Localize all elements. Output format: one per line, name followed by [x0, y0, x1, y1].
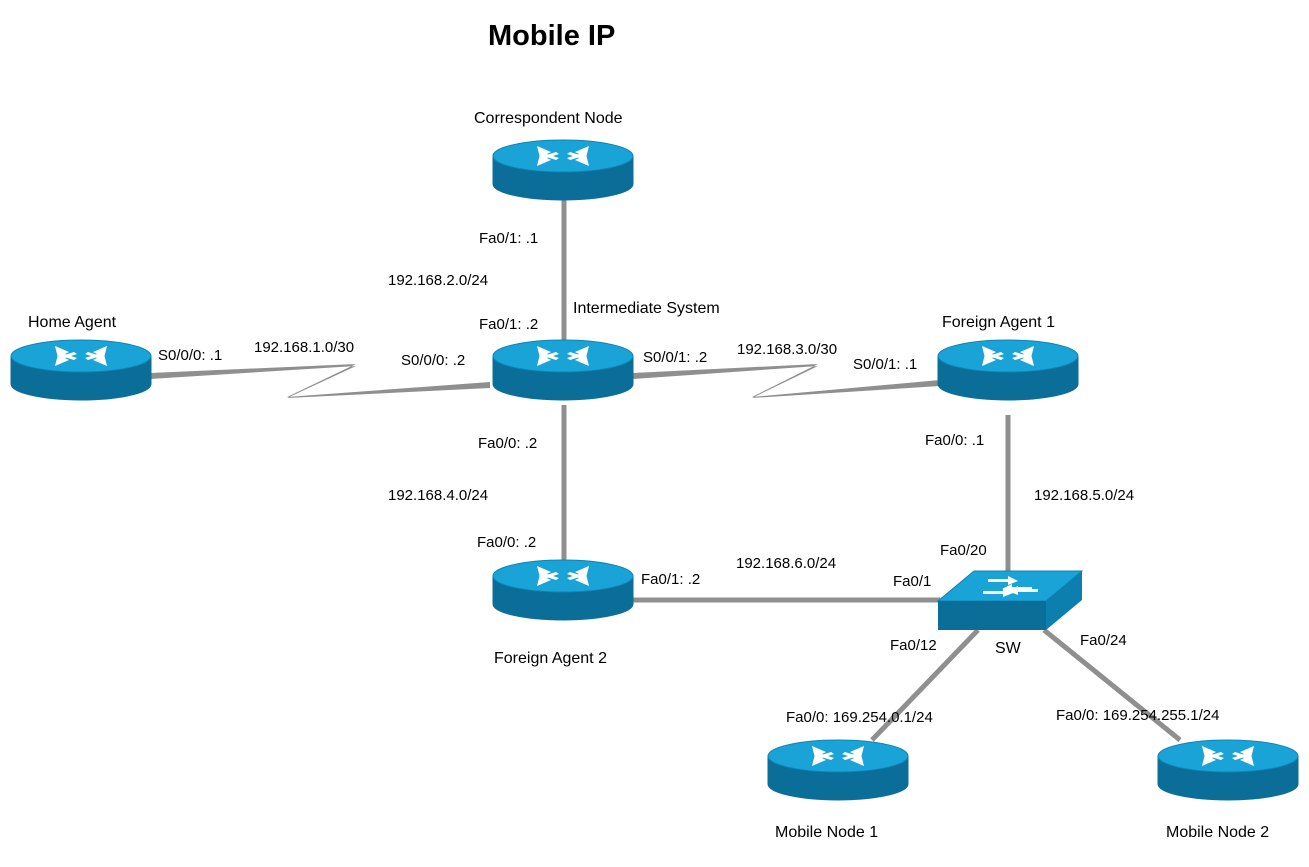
iface-label-ha-s000: S0/0/0: .1 [158, 347, 223, 364]
iface-label-fa2-fa01: Fa0/1: .2 [641, 571, 701, 588]
router-icon-mobile-node-1 [767, 739, 909, 801]
iface-label-sw-fa01: Fa0/1 [893, 573, 932, 590]
router-icon-home-agent [10, 339, 152, 401]
device-label-sw: SW [995, 640, 1021, 657]
device-label-mobile-node-1: Mobile Node 1 [775, 824, 879, 841]
network-label-192-168-2-0: 192.168.2.0/24 [388, 272, 489, 289]
iface-label-is-s000: S0/0/0: .2 [401, 352, 466, 369]
router-icon-correspondent-node [492, 139, 634, 201]
iface-label-fa1-fa00: Fa0/0: .1 [925, 432, 985, 449]
iface-label-fa2-fa00: Fa0/0: .2 [477, 534, 537, 551]
network-label-192-168-4-0: 192.168.4.0/24 [388, 487, 489, 504]
iface-label-is-s001: S0/0/1: .2 [643, 349, 708, 366]
diagram-title: Mobile IP [488, 20, 616, 52]
router-icon-foreign-agent-2 [492, 559, 634, 621]
device-label-foreign-agent-2: Foreign Agent 2 [494, 650, 607, 667]
iface-label-sw-fa020: Fa0/20 [940, 542, 987, 559]
device-label-intermediate-system: Intermediate System [573, 300, 720, 317]
router-icon-intermediate-system [492, 339, 634, 401]
switch-icon-sw [937, 570, 1083, 631]
iface-label-fa1-s001: S0/0/1: .1 [853, 356, 918, 373]
iface-label-is-fa01: Fa0/1: .2 [479, 316, 539, 333]
link-sw-mn1 [870, 628, 980, 742]
router-icon-mobile-node-2 [1157, 739, 1299, 801]
device-label-correspondent-node: Correspondent Node [474, 110, 623, 127]
device-label-home-agent: Home Agent [28, 314, 117, 331]
device-label-foreign-agent-1: Foreign Agent 1 [942, 314, 1055, 331]
network-label-192-168-6-0: 192.168.6.0/24 [736, 555, 837, 572]
iface-label-cn-fa01: Fa0/1: .1 [479, 230, 539, 247]
device-label-mobile-node-2: Mobile Node 2 [1166, 824, 1270, 841]
serial-link-is-fa1 [633, 364, 940, 398]
link-sw-mn2 [1042, 628, 1182, 742]
iface-label-sw-fa012: Fa0/12 [890, 637, 937, 654]
network-label-192-168-5-0: 192.168.5.0/24 [1034, 487, 1135, 504]
iface-label-mn2-fa00: Fa0/0: 169.254.255.1/24 [1056, 707, 1220, 724]
serial-link-ha-is [150, 364, 490, 398]
network-label-192-168-3-0: 192.168.3.0/30 [737, 341, 838, 358]
iface-label-mn1-fa00: Fa0/0: 169.254.0.1/24 [786, 709, 933, 726]
router-icon-foreign-agent-1 [937, 339, 1079, 401]
iface-label-sw-fa024: Fa0/24 [1080, 632, 1127, 649]
iface-label-is-fa00: Fa0/0: .2 [478, 435, 538, 452]
network-label-192-168-1-0: 192.168.1.0/30 [254, 339, 355, 356]
